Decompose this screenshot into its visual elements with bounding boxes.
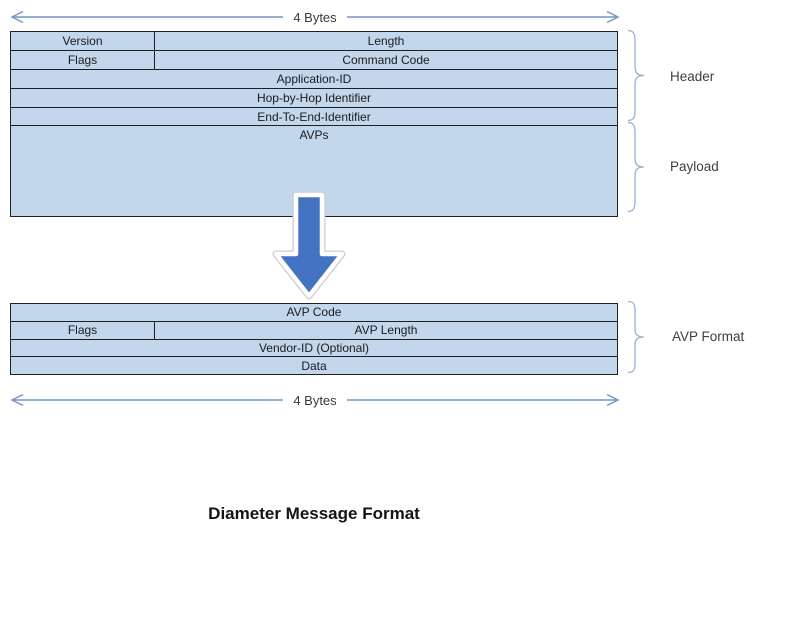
- header-brace-icon: [627, 29, 645, 122]
- header-label: Header: [670, 69, 715, 84]
- avp-format-brace-icon: [627, 300, 645, 374]
- hop-by-hop-identifier-cell: Hop-by-Hop Identifier: [11, 89, 617, 108]
- diagram-title: Diameter Message Format: [208, 504, 420, 523]
- payload-label: Payload: [670, 159, 719, 174]
- payload-brace-icon: [627, 121, 645, 213]
- application-id-cell: Application-ID: [11, 70, 617, 89]
- avp-format-table: AVP Code Flags AVP Length Vendor-ID (Opt…: [10, 303, 618, 375]
- data-cell: Data: [301, 358, 327, 373]
- down-arrow-icon: [272, 192, 346, 300]
- end-to-end-identifier-cell: End-To-End-Identifier: [11, 108, 617, 126]
- top-width-ruler: 4 Bytes: [8, 8, 622, 26]
- bottom-width-ruler: 4 Bytes: [8, 391, 622, 409]
- table-row: Flags Command Code: [11, 51, 617, 70]
- avp-format-label: AVP Format: [672, 329, 745, 344]
- double-headed-arrow-icon: [10, 10, 620, 24]
- table-row: Flags AVP Length: [11, 321, 617, 340]
- vendor-id-cell: Vendor-ID (Optional): [11, 340, 617, 358]
- diameter-message-table: Version Length Flags Command Code Applic…: [10, 31, 618, 217]
- version-cell: Version: [11, 32, 155, 50]
- avps-cell: AVPs: [299, 128, 329, 142]
- command-code-cell: Command Code: [342, 53, 430, 67]
- flags-cell: Flags: [11, 51, 155, 69]
- table-row: Version Length: [11, 32, 617, 51]
- avp-length-cell: AVP Length: [354, 323, 418, 338]
- double-headed-arrow-icon: [10, 393, 620, 407]
- avp-code-cell: AVP Code: [11, 304, 617, 322]
- length-cell: Length: [367, 34, 405, 48]
- avp-flags-cell: Flags: [11, 321, 155, 339]
